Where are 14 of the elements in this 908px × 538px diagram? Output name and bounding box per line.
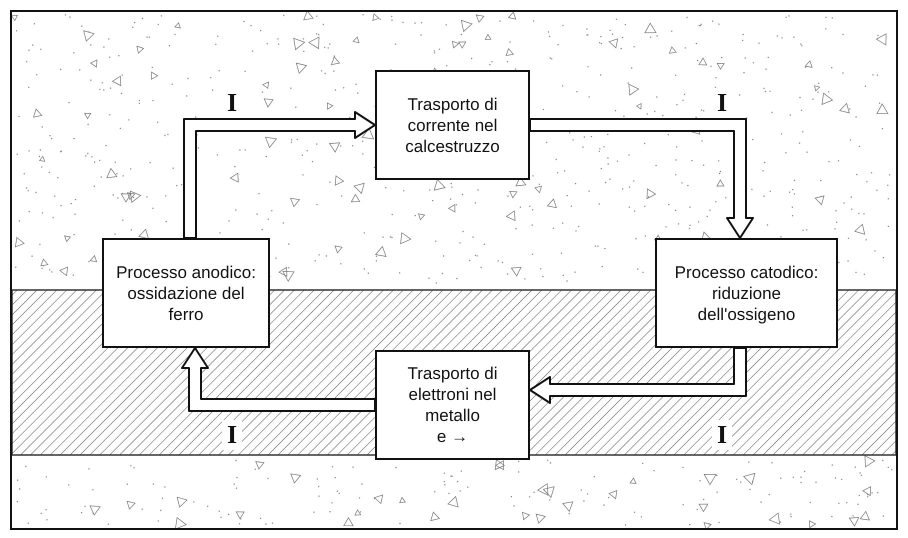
box-text: Processo anodico: ossidazione del ferro (115, 262, 257, 324)
block-arrow (183, 111, 376, 239)
block-arrow (529, 118, 754, 239)
process-box (375, 70, 530, 180)
block-arrow (529, 347, 747, 404)
process-box (102, 238, 270, 348)
current-label: I (712, 420, 732, 450)
process-box (655, 238, 838, 348)
electron-flow-note: e → (436, 426, 468, 447)
box-text: Processo catodico: riduzione dell'ossigeno (674, 262, 820, 324)
box-text: Trasporto di corrente nel calcestruzzo (404, 94, 501, 156)
current-label: I (222, 420, 242, 450)
process-box (375, 350, 530, 460)
block-arrow (181, 347, 376, 412)
